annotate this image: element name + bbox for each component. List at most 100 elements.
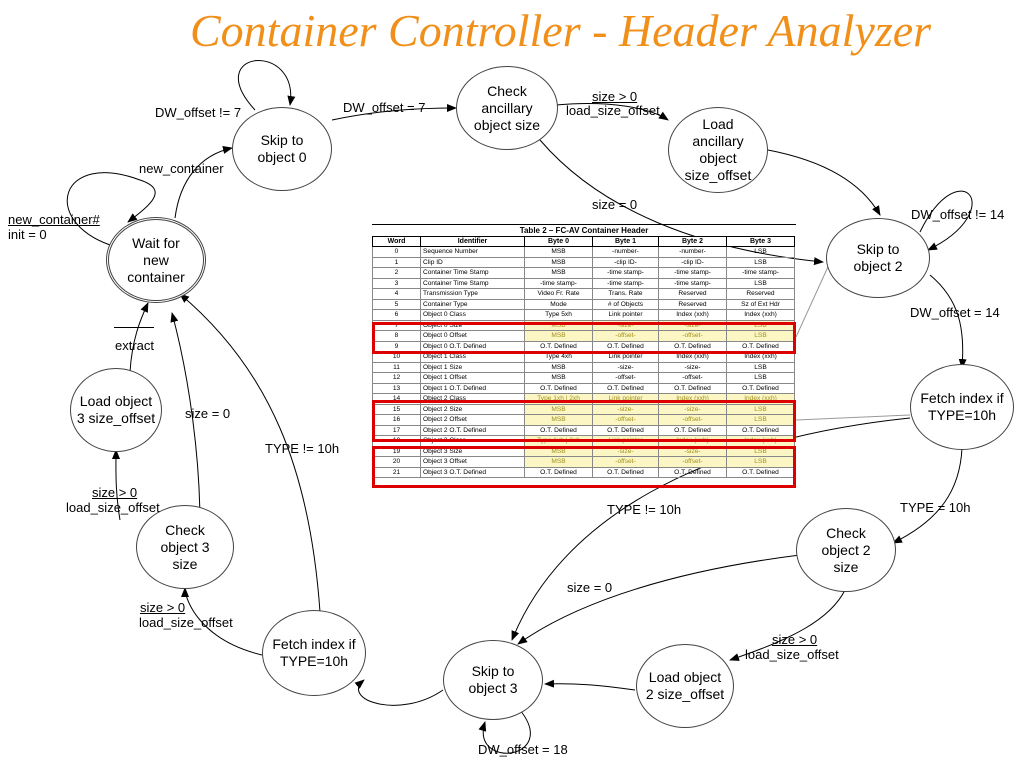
- loop-skip0: [238, 60, 296, 111]
- table-cell: 5: [372, 298, 421, 310]
- label-size-gt0-obj2: size > 0: [772, 632, 817, 647]
- table-cell: 3: [372, 277, 421, 289]
- table-cell: -time stamp-: [592, 277, 659, 289]
- loop-skip2: [919, 190, 973, 251]
- table-cell: Object 1 Size: [420, 361, 525, 373]
- table-cell: Index (xxh): [658, 309, 727, 321]
- table-cell: O.T. Defined: [726, 382, 795, 394]
- label-size-gt0-anc: size > 0: [592, 89, 637, 104]
- state-check-ancillary-object-size: Check ancillary object size: [456, 66, 558, 150]
- table-cell: Index (xxh): [726, 309, 795, 321]
- loop-skip3: [478, 709, 531, 754]
- edge-fetchleft-check3: [181, 587, 263, 656]
- table-cell: 12: [372, 372, 421, 384]
- state-fetch-index-left: Fetch index if TYPE=10h: [262, 610, 366, 696]
- table-cell: LSB: [726, 372, 795, 384]
- table-cell: MSB: [524, 361, 593, 373]
- table-cell: -clip ID-: [592, 256, 659, 268]
- highlight-object-3: [372, 446, 796, 488]
- table-cell: Clip ID: [420, 256, 525, 268]
- label-extract: extract: [115, 338, 155, 353]
- label-type-ne-10h-right: TYPE != 10h: [607, 502, 682, 517]
- state-skip-to-object-0: Skip to object 0: [232, 107, 332, 191]
- table-cell: Object 1 O.T. Defined: [420, 382, 525, 394]
- table-cell: O.T. Defined: [524, 382, 593, 394]
- table-cell: O.T. Defined: [658, 382, 727, 394]
- edge-check2-load2: [729, 589, 846, 661]
- table-cell: -size-: [592, 361, 659, 373]
- edge-check3-load3: [111, 449, 121, 521]
- label-extract-overline: [114, 327, 154, 328]
- label-load-size-offset-anc: load_size_offset: [566, 103, 660, 118]
- label-dw-eq-14: DW_offset = 14: [910, 305, 1000, 320]
- table-cell: -size-: [658, 361, 727, 373]
- table-cell: Container Time Stamp: [420, 267, 525, 279]
- table-cell: -offset-: [658, 372, 727, 384]
- table-cell: -clip ID-: [658, 256, 727, 268]
- edge-check2-skip3: [517, 554, 801, 645]
- edge-fetchleft-wait: [179, 293, 321, 613]
- state-fetch-index-right: Fetch index if TYPE=10h: [910, 364, 1014, 450]
- label-type-ne-10h-left: TYPE != 10h: [265, 441, 340, 456]
- label-size-gt0-anc-text: size > 0: [592, 89, 638, 104]
- label-load-size-offset-obj2: load_size_offset: [745, 647, 839, 662]
- table-cell: MSB: [524, 267, 593, 279]
- state-check-object-2-size: Check object 2 size: [796, 508, 896, 592]
- label-size-gt0-obj3-text: size > 0: [92, 485, 138, 500]
- table-cell: Video Fr. Rate: [524, 288, 593, 300]
- label-new-container: new_container: [139, 161, 224, 176]
- state-check-object-3-size: Check object 3 size: [136, 505, 234, 589]
- table-cell: MSB: [524, 256, 593, 268]
- table-cell: 1: [372, 256, 421, 268]
- page-title: Container Controller - Header Analyzer: [190, 5, 932, 56]
- table-cell: Sequence Number: [420, 246, 525, 258]
- label-size0-obj3: size = 0: [185, 406, 231, 421]
- table-cell: 2: [372, 267, 421, 279]
- table-cell: Transmission Type: [420, 288, 525, 300]
- table-cell: O.T. Defined: [592, 382, 659, 394]
- table-cell: -time stamp-: [726, 267, 795, 279]
- table-cell: -time stamp-: [658, 267, 727, 279]
- table-header-cell: Identifier: [420, 236, 525, 247]
- table-cell: MSB: [524, 246, 593, 258]
- table-cell: Mode: [524, 298, 593, 310]
- label-size0-anc: size = 0: [592, 197, 638, 212]
- label-type-10h-right: TYPE = 10h: [900, 500, 971, 515]
- edge-skip0-checkanc: [331, 104, 457, 121]
- table-cell: Container Type: [420, 298, 525, 310]
- table-caption: Table 2 – FC-AV Container Header: [372, 224, 796, 236]
- label-dw-ne-14: DW_offset != 14: [911, 207, 1005, 222]
- edge-load2-skip3: [544, 679, 636, 691]
- table-cell: Type 5xh: [524, 309, 593, 321]
- table-cell: -number-: [658, 246, 727, 258]
- label-load-size-offset-left: load_size_offset: [139, 615, 233, 630]
- label-new-container-n-text: new_container#: [8, 212, 100, 227]
- table-cell: -offset-: [592, 372, 659, 384]
- state-load-ancillary-object-size-offset: Load ancillary object size_offset: [668, 107, 768, 193]
- label-new-container-n: new_container#: [8, 212, 100, 227]
- table-cell: 13: [372, 382, 421, 394]
- table-cell: 0: [372, 246, 421, 258]
- table-header-cell: Byte 0: [524, 236, 593, 247]
- table-cell: Reserved: [658, 298, 727, 310]
- table-cell: Container Time Stamp: [420, 277, 525, 289]
- label-size0-obj2: size = 0: [567, 580, 613, 595]
- table-cell: LSB: [726, 361, 795, 373]
- label-dw-ne-7: DW_offset != 7: [155, 105, 242, 120]
- table-cell: 6: [372, 309, 421, 321]
- label-size-gt0-left: size > 0: [140, 600, 185, 615]
- state-skip-to-object-2: Skip to object 2: [826, 218, 930, 298]
